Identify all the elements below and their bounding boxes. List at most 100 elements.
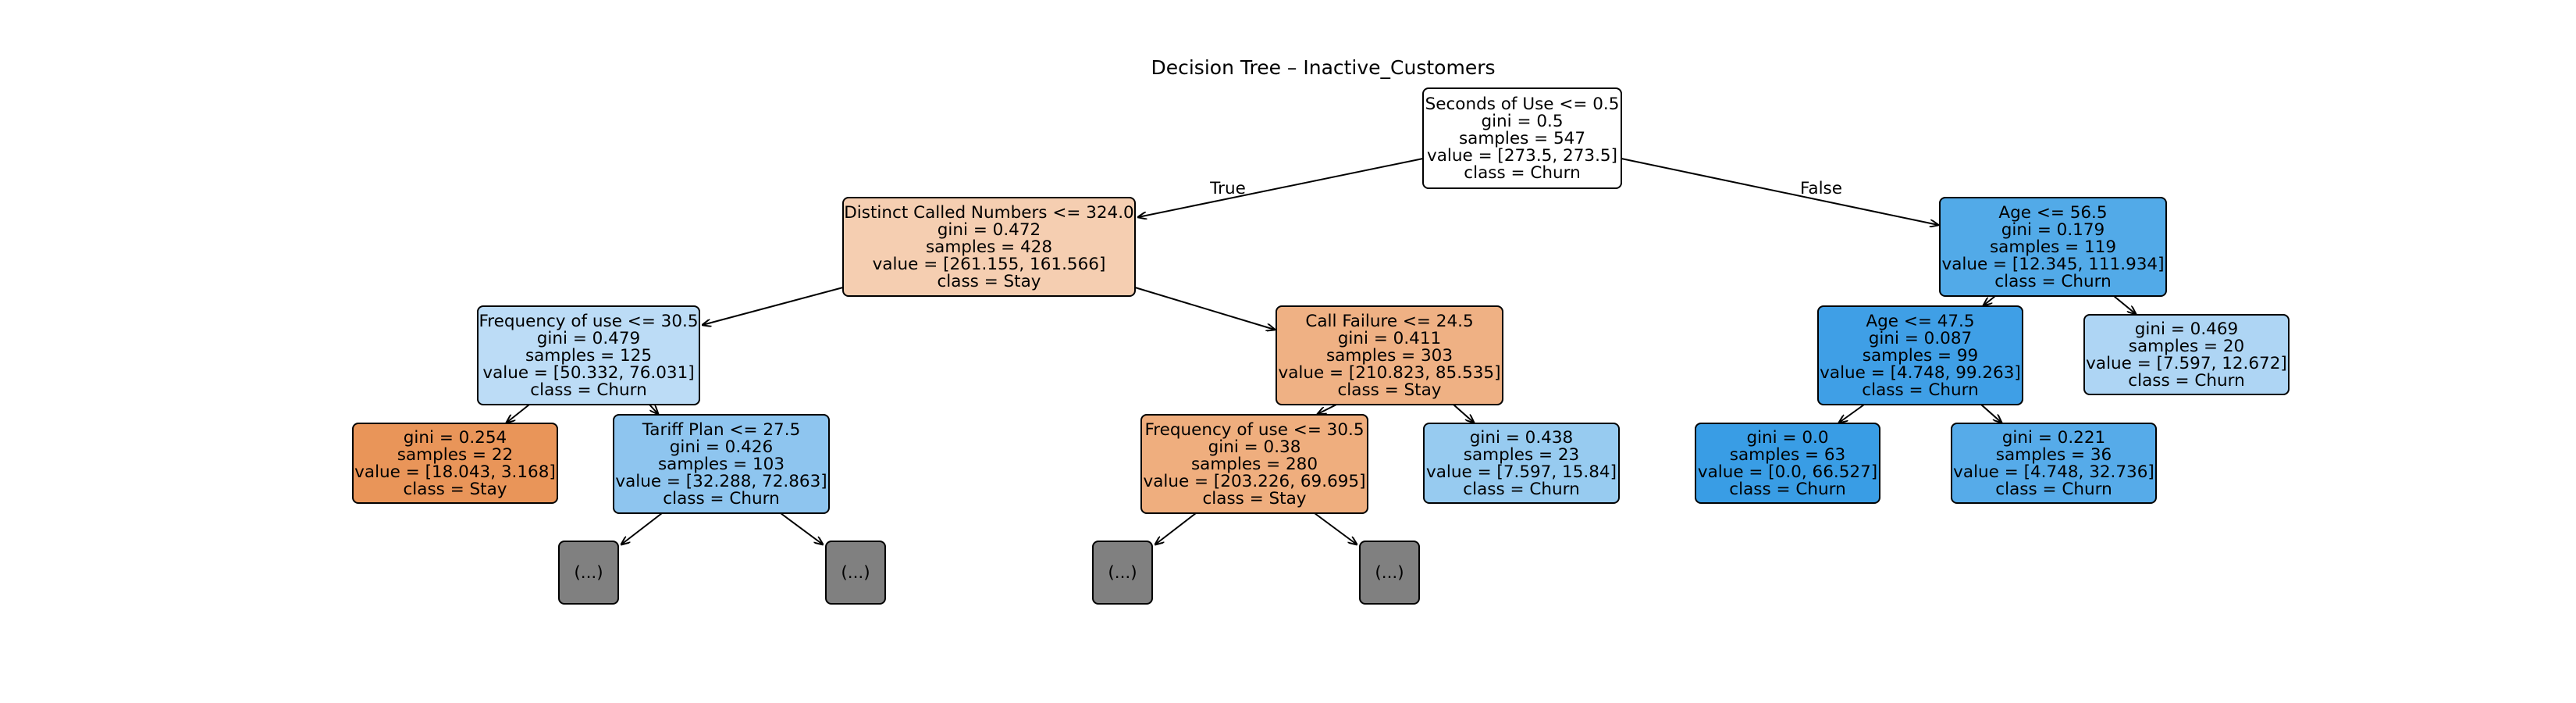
- tree-node-line: Frequency of use <= 30.5: [479, 312, 698, 331]
- tree-node-line: class = Churn: [1862, 380, 1978, 400]
- tree-node-box: [2083, 314, 2290, 395]
- tree-node-n10: (...): [1359, 541, 1420, 605]
- tree-node-box: [1359, 541, 1420, 605]
- tree-node-line: samples = 99: [1863, 346, 1978, 366]
- tree-node-line: value = [203.226, 69.695]: [1144, 472, 1366, 491]
- tree-node-line: samples = 547: [1459, 129, 1585, 148]
- tree-node-box: [1276, 305, 1503, 405]
- tree-node-line: class = Churn: [663, 489, 779, 509]
- tree-node-line: class = Churn: [1463, 480, 1579, 499]
- tree-node-box: [825, 541, 886, 605]
- tree-node-n5: (...): [558, 541, 619, 605]
- tree-node-line: gini = 0.5: [1481, 112, 1563, 131]
- chart-title: Decision Tree – Inactive_Customers: [1151, 56, 1495, 79]
- edges-layer: [507, 158, 2136, 544]
- tree-node-line: class = Churn: [530, 380, 646, 400]
- tree-edge-n8-n10: [1314, 512, 1357, 544]
- tree-node-box: [558, 541, 619, 605]
- tree-node-line: samples = 103: [658, 455, 785, 474]
- tree-node-line: gini = 0.479: [537, 329, 640, 348]
- tree-edge-n8-n9: [1155, 512, 1197, 544]
- tree-node-line: Tariff Plan <= 27.5: [642, 420, 801, 440]
- tree-node-line: value = [32.288, 72.863]: [615, 472, 827, 491]
- tree-node-box: [477, 305, 700, 405]
- tree-node-line: gini = 0.087: [1869, 329, 1972, 348]
- tree-node-line: class = Churn: [1729, 480, 1845, 499]
- tree-node-box: [1422, 87, 1622, 189]
- tree-node-line: value = [210.823, 85.535]: [1279, 363, 1501, 383]
- tree-edge-n4-n6: [780, 512, 823, 544]
- tree-node-line: value = [12.345, 111.934]: [1942, 255, 2165, 274]
- tree-node-line: gini = 0.426: [670, 437, 773, 457]
- tree-node-line: gini = 0.469: [2135, 319, 2238, 339]
- tree-edge-n12-n16: [2113, 295, 2136, 314]
- tree-node-box: [1951, 423, 2157, 504]
- tree-node-line: (...): [574, 563, 603, 583]
- tree-node-line: value = [261.155, 161.566]: [873, 255, 1106, 274]
- tree-node-line: class = Stay: [403, 480, 507, 499]
- tree-node-line: gini = 0.221: [2002, 428, 2105, 448]
- tree-node-line: gini = 0.438: [1470, 428, 1573, 448]
- tree-node-line: gini = 0.254: [404, 428, 507, 448]
- tree-node-line: samples = 22: [397, 445, 513, 465]
- tree-edge-n13-n14: [1839, 404, 1865, 423]
- tree-node-line: class = Stay: [937, 272, 1041, 291]
- edge-label-true: True: [1209, 179, 1246, 198]
- tree-node-line: value = [4.748, 32.736]: [1953, 462, 2154, 482]
- tree-node-box: [1695, 423, 1880, 504]
- tree-node-line: gini = 0.472: [938, 220, 1041, 240]
- tree-node-line: samples = 280: [1191, 455, 1318, 474]
- tree-edge-n1-n7: [1134, 287, 1275, 330]
- tree-node-line: (...): [1375, 563, 1404, 583]
- tree-node-n6: (...): [825, 541, 886, 605]
- tree-edge-n2-n3: [507, 404, 530, 423]
- tree-node-line: value = [4.748, 99.263]: [1820, 363, 2021, 383]
- tree-node-line: value = [7.597, 12.672]: [2086, 354, 2287, 373]
- tree-node-line: value = [0.0, 66.527]: [1698, 462, 1877, 482]
- tree-node-line: samples = 23: [1464, 445, 1579, 465]
- tree-node-line: gini = 0.411: [1338, 329, 1441, 348]
- tree-node-line: gini = 0.38: [1208, 437, 1301, 457]
- tree-node-line: samples = 36: [1996, 445, 2112, 465]
- tree-node-line: value = [7.597, 15.84]: [1426, 462, 1617, 482]
- tree-edge-n12-n13: [1984, 295, 1996, 305]
- tree-node-line: Seconds of Use <= 0.5: [1425, 95, 1620, 114]
- tree-node-box: [352, 423, 558, 504]
- tree-edge-n0-n12: [1621, 158, 1938, 225]
- tree-node-box: [1939, 197, 2167, 297]
- tree-edge-n1-n2: [703, 287, 844, 325]
- tree-node-line: gini = 0.179: [2001, 220, 2105, 240]
- tree-node-box: [1817, 305, 2023, 405]
- tree-node-line: Age <= 47.5: [1866, 312, 1974, 331]
- tree-edge-n13-n15: [1980, 404, 2001, 423]
- tree-edge-n4-n5: [621, 512, 663, 544]
- tree-node-box: [1092, 541, 1153, 605]
- tree-node-box: [842, 197, 1136, 297]
- tree-node-line: Frequency of use <= 30.5: [1144, 420, 1364, 440]
- tree-node-line: class = Churn: [1994, 272, 2111, 291]
- tree-node-line: samples = 125: [525, 346, 652, 366]
- tree-node-line: value = [50.332, 76.031]: [482, 363, 694, 383]
- tree-node-line: value = [273.5, 273.5]: [1427, 146, 1617, 166]
- tree-edge-n0-n1: [1138, 158, 1424, 217]
- tree-edge-n2-n4: [649, 404, 658, 414]
- tree-edge-n7-n8: [1318, 404, 1337, 414]
- tree-node-line: Distinct Called Numbers <= 324.0: [844, 203, 1134, 223]
- tree-node-line: Call Failure <= 24.5: [1305, 312, 1473, 331]
- tree-node-line: samples = 303: [1326, 346, 1453, 366]
- tree-node-n9: (...): [1092, 541, 1153, 605]
